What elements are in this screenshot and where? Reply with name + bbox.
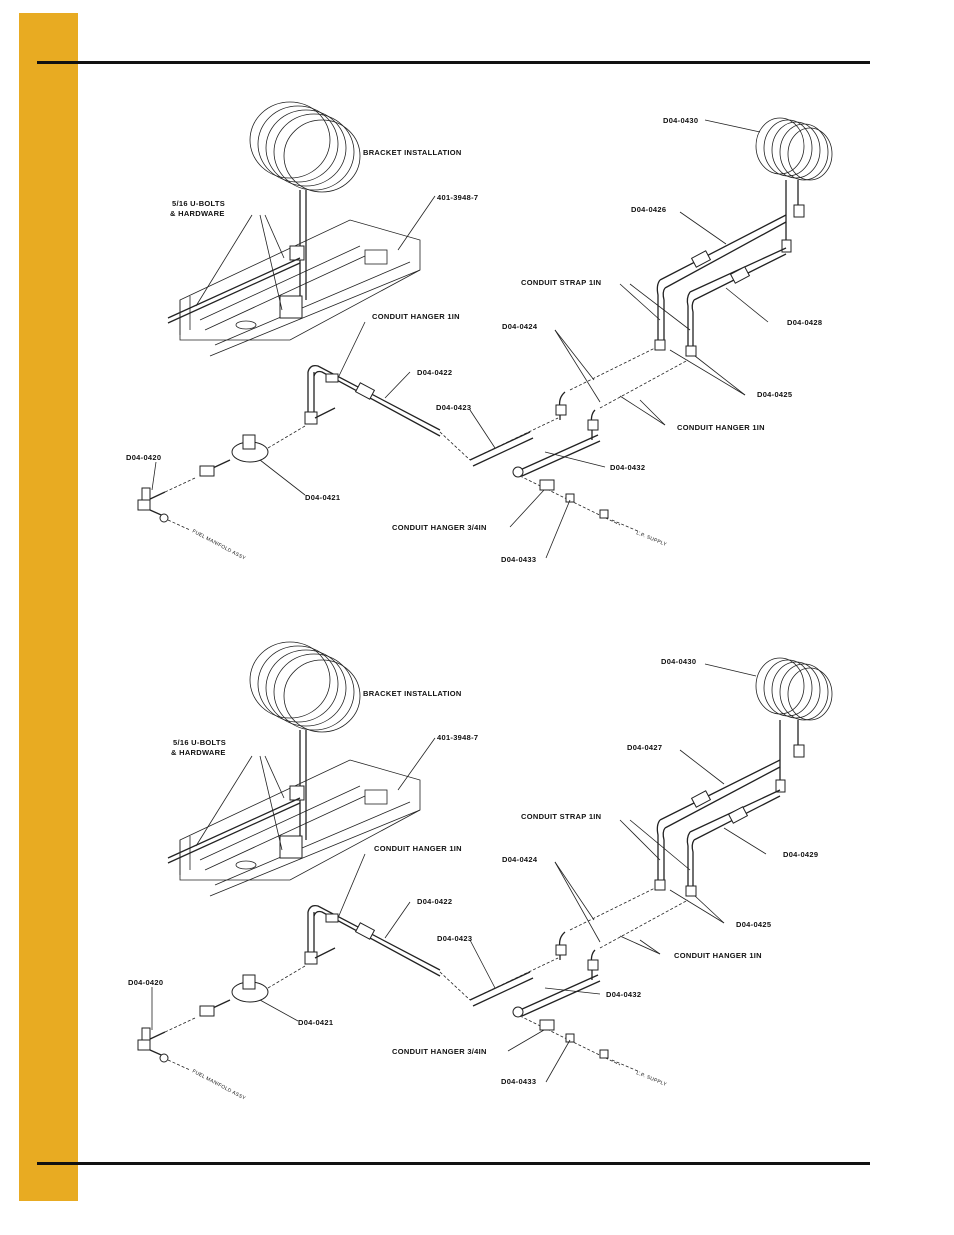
label-part-0421: D04-0421 <box>305 493 340 502</box>
label-part-0433: D04-0433 <box>501 555 536 564</box>
bracket <box>167 219 421 357</box>
label-bracket-part: 401-3948-7 <box>437 733 478 742</box>
label-right-pipe: D04-0429 <box>783 850 818 859</box>
label-ubolts-2: & HARDWARE <box>170 209 225 218</box>
label-part-0432: D04-0432 <box>606 990 641 999</box>
label-part-0424: D04-0424 <box>502 855 538 864</box>
label-conduit-strap: CONDUIT STRAP 1IN <box>521 278 601 287</box>
label-right-pipe: D04-0428 <box>787 318 822 327</box>
label-bracket-installation: BRACKET INSTALLATION <box>363 689 462 698</box>
label-conduit-hanger-left: CONDUIT HANGER 1IN <box>372 312 460 321</box>
leaders <box>151 663 767 1083</box>
label-lp-supply: L.P. SUPPLY <box>635 1070 668 1088</box>
coil-right <box>755 657 833 793</box>
coil-left <box>249 101 361 300</box>
label-fuel-manifold: FUEL MANIFOLD ASSY <box>191 1068 247 1101</box>
label-conduit-hanger-34: CONDUIT HANGER 3/4IN <box>392 1047 487 1056</box>
pipe-network <box>137 214 787 533</box>
label-part-0433: D04-0433 <box>501 1077 536 1086</box>
label-bracket-part: 401-3948-7 <box>437 193 478 202</box>
label-upper-pipe: D04-0427 <box>627 743 662 752</box>
top-rule <box>37 61 870 64</box>
coil-right <box>755 117 833 253</box>
label-ubolts-2: & HARDWARE <box>171 748 226 757</box>
coil-left <box>249 641 361 840</box>
label-part-0421: D04-0421 <box>298 1018 333 1027</box>
label-ubolts-1: 5/16 U-BOLTS <box>172 199 225 208</box>
label-conduit-hanger-right: CONDUIT HANGER 1IN <box>674 951 762 960</box>
piping-diagram-top: BRACKET INSTALLATION 5/16 U-BOLTS & HARD… <box>126 101 833 564</box>
bottom-rule <box>37 1162 870 1165</box>
label-conduit-strap: CONDUIT STRAP 1IN <box>521 812 601 821</box>
sidebar-accent-bar <box>19 13 78 1201</box>
bracket <box>167 759 421 897</box>
label-part-0424: D04-0424 <box>502 322 538 331</box>
label-part-0420: D04-0420 <box>128 978 163 987</box>
label-ubolts-1: 5/16 U-BOLTS <box>173 738 226 747</box>
label-coil-part: D04-0430 <box>663 116 698 125</box>
label-conduit-hanger-left: CONDUIT HANGER 1IN <box>374 844 462 853</box>
label-bracket-installation: BRACKET INSTALLATION <box>363 148 462 157</box>
label-part-0425: D04-0425 <box>736 920 771 929</box>
label-part-0425: D04-0425 <box>757 390 792 399</box>
label-part-0432: D04-0432 <box>610 463 645 472</box>
label-part-0420: D04-0420 <box>126 453 161 462</box>
leaders <box>151 119 769 559</box>
label-coil-part: D04-0430 <box>661 657 696 666</box>
label-conduit-hanger-34: CONDUIT HANGER 3/4IN <box>392 523 487 532</box>
label-part-0422: D04-0422 <box>417 368 452 377</box>
label-conduit-hanger-right: CONDUIT HANGER 1IN <box>677 423 765 432</box>
label-part-0423: D04-0423 <box>436 403 471 412</box>
label-part-0422: D04-0422 <box>417 897 452 906</box>
label-part-0423: D04-0423 <box>437 934 472 943</box>
pipe-network <box>137 759 781 1073</box>
label-upper-pipe: D04-0426 <box>631 205 666 214</box>
